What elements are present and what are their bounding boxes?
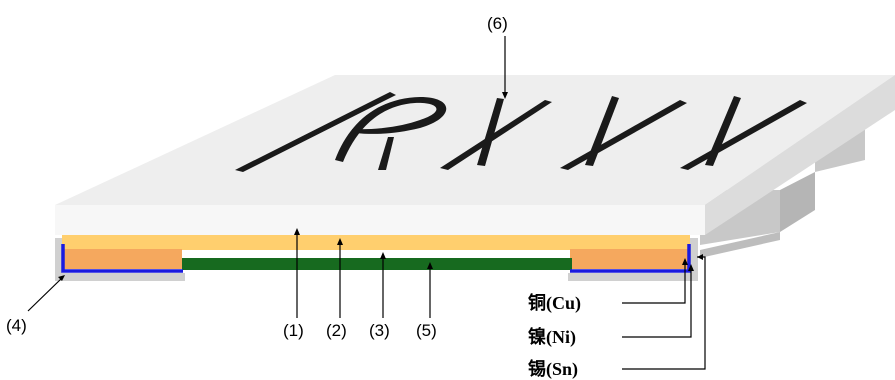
label-copper: 铜(Cu) [528, 292, 581, 314]
left-tin-plating [55, 238, 185, 281]
label-ref-2: (2) [326, 321, 347, 340]
label-ref-4: (4) [6, 316, 27, 335]
protective-layer [182, 258, 572, 270]
right-electrode-inner [570, 249, 690, 269]
label-ref-5: (5) [416, 321, 437, 340]
label-ref-1: (1) [283, 321, 304, 340]
leader-lines [27, 36, 706, 370]
left-nickel-layer [61, 244, 183, 273]
label-tin: 锡(Sn) [528, 358, 578, 380]
ceramic-substrate-top [55, 75, 895, 205]
label-ref-3: (3) [369, 321, 390, 340]
resistive-layer [62, 235, 690, 250]
label-nickel: 镍(Ni) [528, 326, 576, 348]
ceramic-substrate-side [705, 75, 895, 235]
label-ref-6: (6) [487, 14, 508, 33]
marking-text [235, 92, 807, 172]
left-electrode-inner [62, 249, 182, 269]
ceramic-substrate-front [55, 205, 705, 235]
